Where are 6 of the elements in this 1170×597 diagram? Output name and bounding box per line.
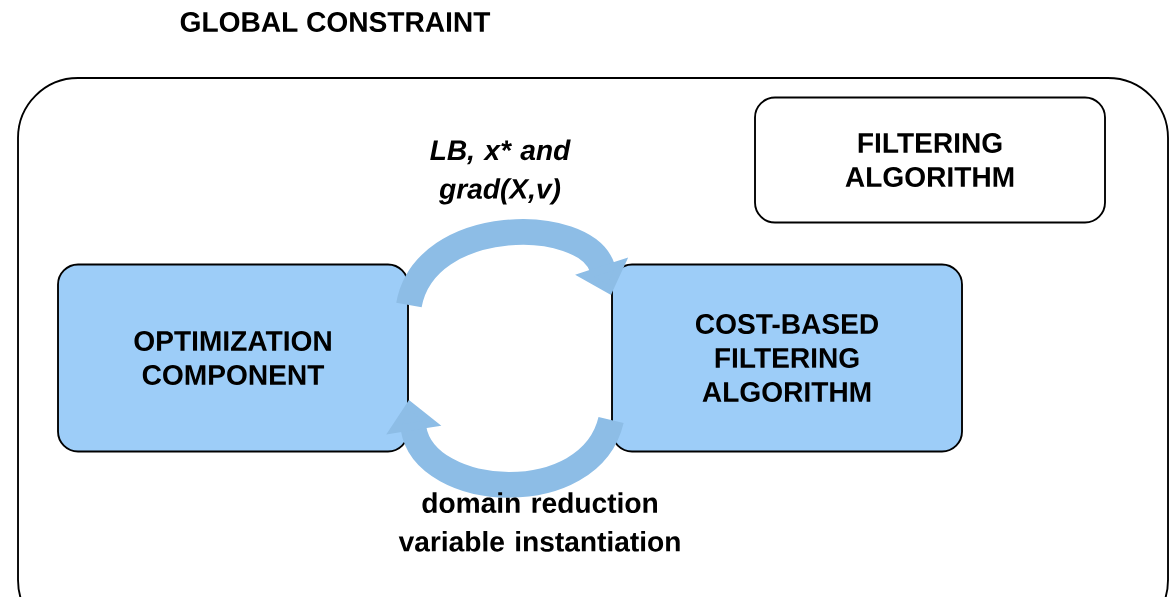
edge-label: LB, x* and grad(X,v) bbox=[430, 139, 571, 205]
process-box: OPTIMIZATION COMPONENT bbox=[57, 263, 409, 453]
node-label: GLOBAL CONSTRAINT bbox=[180, 12, 491, 32]
process-box: FILTERING ALGORITHM bbox=[754, 96, 1106, 224]
edge-label: domain reduction variable instantiation bbox=[398, 492, 680, 552]
process-box: COST-BASED FILTERING ALGORITHM bbox=[611, 263, 963, 453]
